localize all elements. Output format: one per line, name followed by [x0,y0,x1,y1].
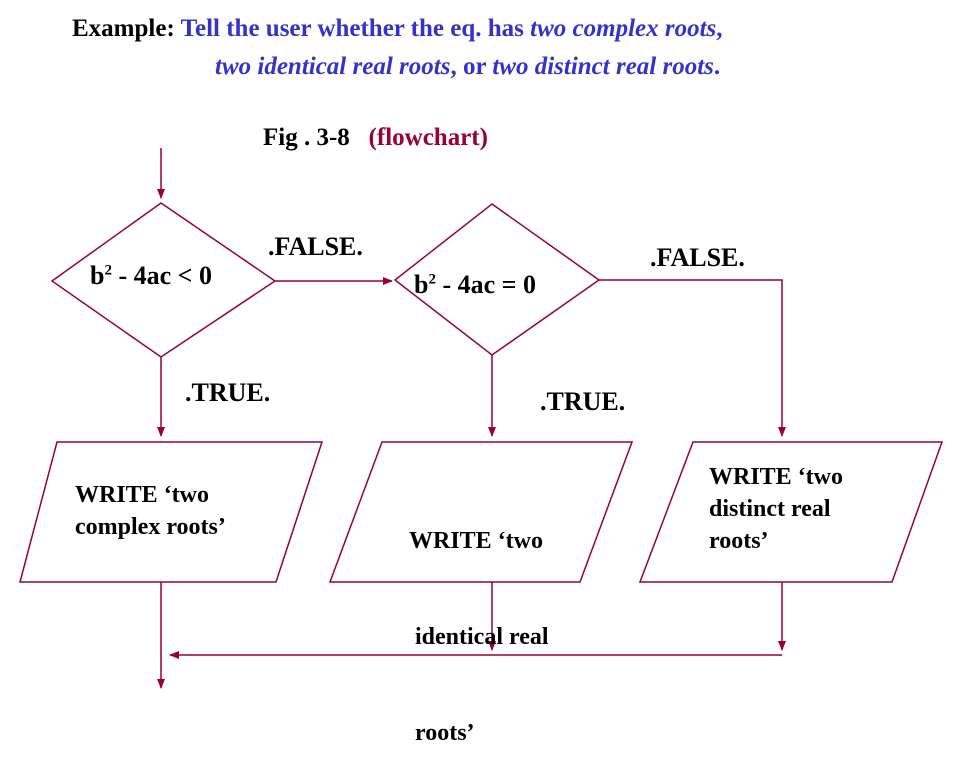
output-2-text: WRITE ‘two identical real roots’ [409,461,549,781]
figure-caption-text: (flowchart) [368,124,488,151]
output-1-text: WRITE ‘two complex roots’ [75,479,226,543]
decision-1-base: b [90,261,105,290]
output-box-3 [638,441,944,583]
header-text-1b: two complex roots [530,15,717,42]
output-3-line-2: distinct real [709,496,831,522]
header-line-1: Example: Tell the user whether the eq. h… [72,12,723,46]
false-label-2: .FALSE. [650,243,745,272]
header-text-2a: two identical real roots [215,53,451,80]
header-line-2: two identical real roots, or two distinc… [215,50,720,84]
output-2-line-1: WRITE ‘two [409,528,544,554]
true-label-1: .TRUE. [185,378,271,407]
header-text-2c: two distinct real roots [492,53,714,80]
header-text-2d: . [713,53,721,80]
flowchart-diagram [19,148,944,689]
output-2-line-3: roots’ [409,720,475,746]
decision-2-base: b [414,270,429,299]
header-text-2b: , or [450,53,493,80]
false-label-1: .FALSE. [268,232,363,261]
decision-2-rest: - 4ac = 0 [435,270,536,299]
figure-caption: Fig . 3-8 (flowchart) [263,121,488,155]
output-3-text: WRITE ‘two distinct real roots’ [709,461,843,557]
output-1-line-1: WRITE ‘two [75,482,210,508]
output-1-line-2: complex roots’ [75,514,226,540]
header-text-1c: , [716,15,723,42]
example-label: Example: [72,15,175,42]
output-box-2 [328,441,634,583]
output-3-line-1: WRITE ‘two [709,464,844,490]
output-2-line-2: identical real [409,624,549,650]
true-label-2: .TRUE. [540,387,626,416]
header-text-1a: Tell the user whether the eq. has [180,15,531,42]
figure-number: Fig . 3-8 [263,124,350,151]
decision-1-text: b2 - 4ac < 0 [90,261,212,291]
false-arrow-2 [599,279,786,437]
decision-1-rest: - 4ac < 0 [111,261,212,290]
decision-1-exponent: 2 [104,262,112,279]
decision-2-text: b2 - 4ac = 0 [414,270,536,300]
decision-2-exponent: 2 [428,271,436,288]
output-3-line-3: roots’ [709,528,769,554]
output-box-1 [19,441,324,583]
